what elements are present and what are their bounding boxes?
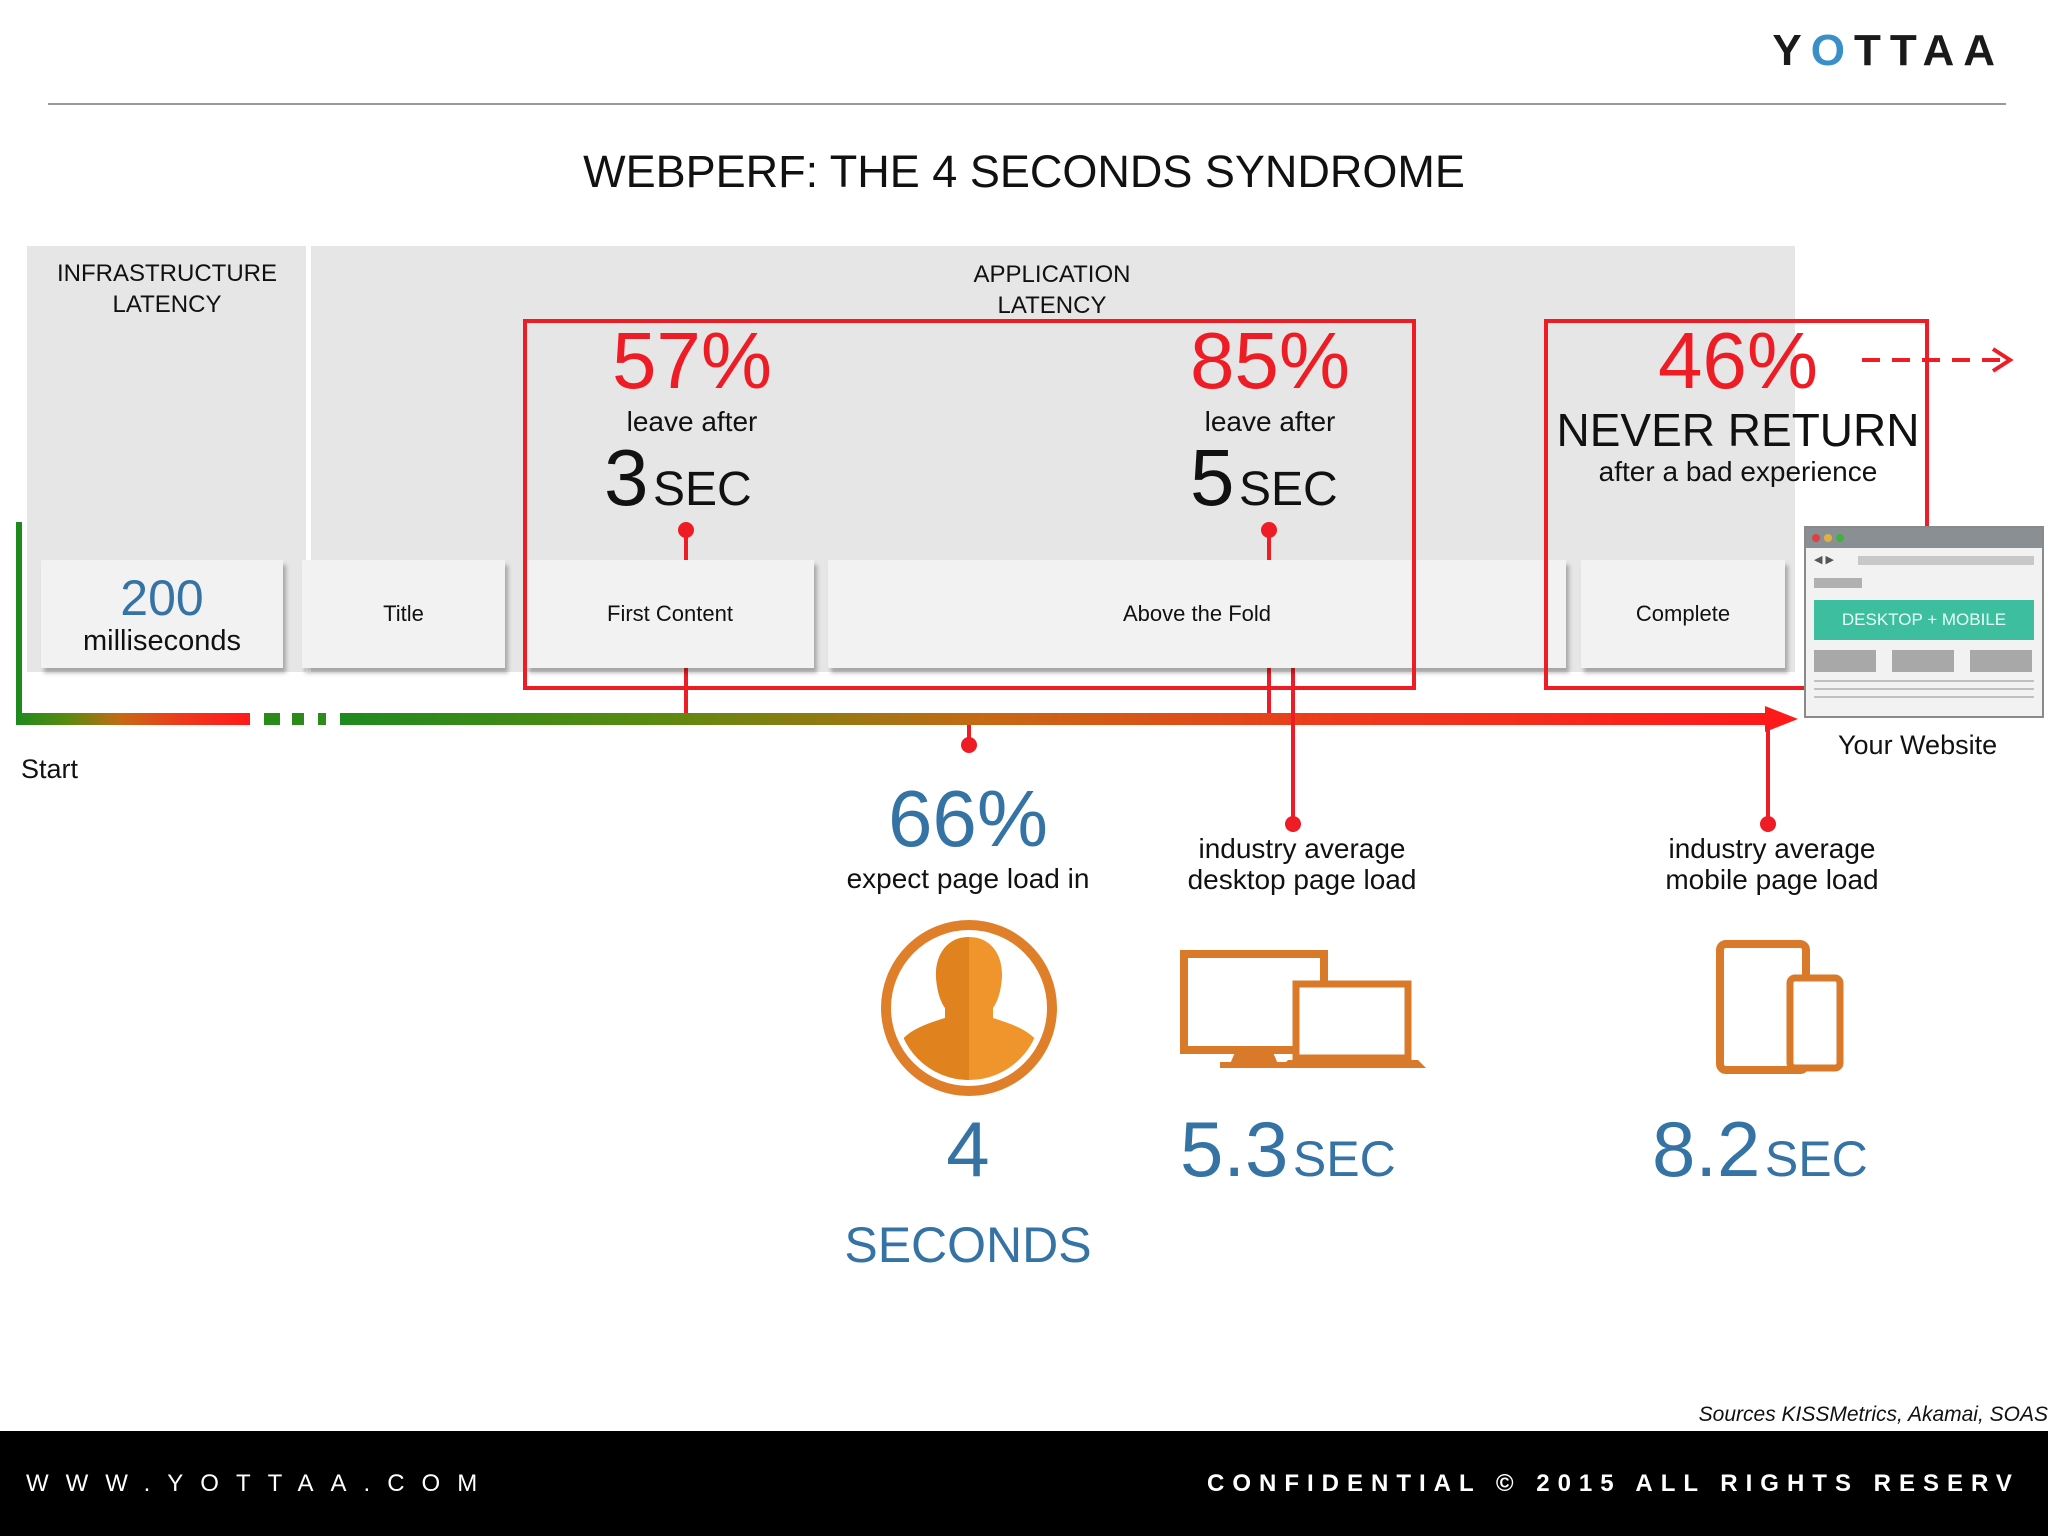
start-label: Start <box>21 754 79 784</box>
expect-text: expect page load in <box>846 863 1090 894</box>
stat-85-unit: SEC <box>1238 463 1338 516</box>
expect-unit: SECONDS <box>844 1217 1092 1273</box>
mobile-unit: SEC <box>1764 1131 1868 1187</box>
highlight-box-first <box>523 319 1416 690</box>
timeline-bar <box>16 522 1798 732</box>
application-label: APPLICATION LATENCY <box>973 261 1131 319</box>
highlight-box-never-return <box>1544 319 1929 690</box>
connector-dots <box>678 522 1776 832</box>
desktop-metric: 5.3 SEC <box>1180 1104 1396 1195</box>
your-website-label: Your Website <box>1838 730 1998 760</box>
tablet-phone-icon <box>1716 940 1844 1074</box>
stat-85-duration: 5 SEC <box>1190 432 1338 524</box>
browser-window-icon: ◀ ▶ DESKTOP + MOBILE <box>1804 526 2044 718</box>
stage-above-the-fold: Above the Fold <box>828 560 1566 668</box>
latency-unit: milliseconds <box>83 624 241 657</box>
stat-57-number: 3 <box>604 433 649 522</box>
stage-latency: 200 milliseconds <box>41 560 283 668</box>
desktop-laptop-icon <box>1180 950 1426 1068</box>
expect-value: 4 <box>946 1105 990 1193</box>
stage-first-content: First Content <box>526 560 814 668</box>
mobile-metric: 8.2 SEC <box>1652 1104 1868 1195</box>
yottaa-logo: YOTTAA <box>1772 26 2004 76</box>
window-min-icon <box>1824 534 1832 542</box>
stat-57-percent: 57% <box>611 316 773 405</box>
mobile-value: 8.2 <box>1652 1105 1761 1193</box>
content-lines <box>1814 680 2034 682</box>
stage-complete: Complete <box>1581 560 1785 668</box>
mobile-label-line2: mobile page load <box>1665 864 1879 895</box>
footer-confidential: CONFIDENTIAL © 2015 ALL RIGHTS RESERV <box>1207 1470 2020 1497</box>
desktop-value: 5.3 <box>1180 1105 1289 1193</box>
desktop-mobile-button: DESKTOP + MOBILE <box>1814 600 2034 640</box>
footer-url[interactable]: WWW.YOTTAA.COM <box>26 1470 495 1497</box>
desktop-unit: SEC <box>1292 1131 1396 1187</box>
address-bar <box>1858 556 2034 565</box>
logo-text: YOTTAA <box>1772 26 2004 75</box>
nav-arrows-icon: ◀ ▶ <box>1814 554 1834 566</box>
content-block-1 <box>1814 650 1876 672</box>
header-divider <box>48 103 2006 105</box>
desktop-label-line2: desktop page load <box>1187 864 1417 895</box>
stage-title: Title <box>302 560 505 668</box>
latency-value: 200 <box>120 569 204 626</box>
window-max-icon <box>1836 534 1844 542</box>
footer-bar <box>0 1431 2048 1536</box>
stat-57-text: leave after <box>626 406 758 437</box>
infrastructure-label: INFRASTRUCTURE LATENCY <box>57 260 277 318</box>
stat-57-duration: 3 SEC <box>604 432 752 524</box>
mobile-label-line1: industry average <box>1668 833 1876 864</box>
stat-57-unit: SEC <box>652 463 752 516</box>
stat-85-percent: 85% <box>1189 316 1351 405</box>
stat-46-percent: 46% <box>1657 316 1819 405</box>
page-title: WEBPERF: THE 4 SECONDS SYNDROME <box>583 146 1465 197</box>
expect-percent: 66% <box>887 774 1049 863</box>
never-return-heading: NEVER RETURN <box>1556 404 1920 456</box>
content-block-3 <box>1970 650 2032 672</box>
logo-o-accent: O <box>1810 26 1854 75</box>
stat-85-number: 5 <box>1190 433 1235 522</box>
browser-header-block <box>1814 578 1862 588</box>
content-block-2 <box>1892 650 1954 672</box>
timeline <box>16 347 2014 832</box>
window-close-icon <box>1812 534 1820 542</box>
never-return-text: after a bad experience <box>1598 456 1878 487</box>
browser-titlebar <box>1806 528 2042 548</box>
sources-note: Sources KISSMetrics, Akamai, SOAS <box>1698 1403 2048 1426</box>
user-icon <box>881 920 1057 1096</box>
desktop-label-line1: industry average <box>1198 833 1406 864</box>
dashed-arrow <box>1862 347 2014 373</box>
stat-85-text: leave after <box>1204 406 1336 437</box>
